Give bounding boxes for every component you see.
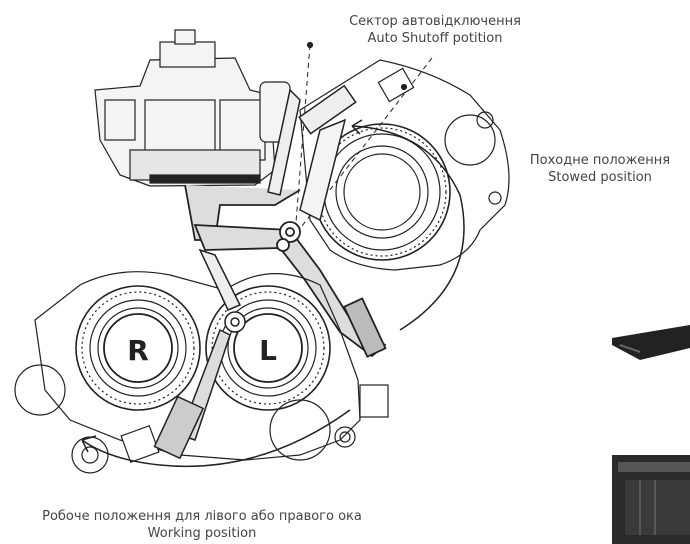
working-housing-outline [14, 271, 389, 474]
auto-shutoff-label-ua: Сектор автовідключення [349, 14, 521, 29]
working-position-label: Робоче положення для лівого або правого … [0, 508, 404, 542]
stowed-housing-outline [299, 59, 510, 271]
stowed-position-label: Походне положення Stowed position [505, 152, 690, 186]
working-arc [81, 409, 351, 468]
auto-shutoff-label-en: Auto Shutoff potition [367, 31, 503, 46]
stowed-label-ua: Походне положення [529, 153, 671, 168]
stowed-label-en: Stowed position [548, 170, 652, 185]
right-eye-letter: R [127, 334, 149, 367]
sensor-box-bottom [359, 384, 389, 418]
left-eye-monocular [205, 285, 331, 411]
left-eye-letter: L [259, 334, 277, 367]
right-eye-monocular [75, 285, 201, 411]
working-label-ua: Робоче положення для лівого або правого … [42, 509, 362, 524]
sensor-box-top [377, 67, 415, 103]
swing-arc [351, 125, 465, 331]
working-label-en: Working position [147, 526, 257, 541]
stowed-arm-link [267, 84, 357, 222]
helmet-mount [94, 29, 291, 187]
working-arm [153, 248, 246, 460]
product-photo-partial [612, 325, 690, 544]
auto-shutoff-label: Сектор автовідключення Auto Shutoff poti… [320, 13, 550, 47]
